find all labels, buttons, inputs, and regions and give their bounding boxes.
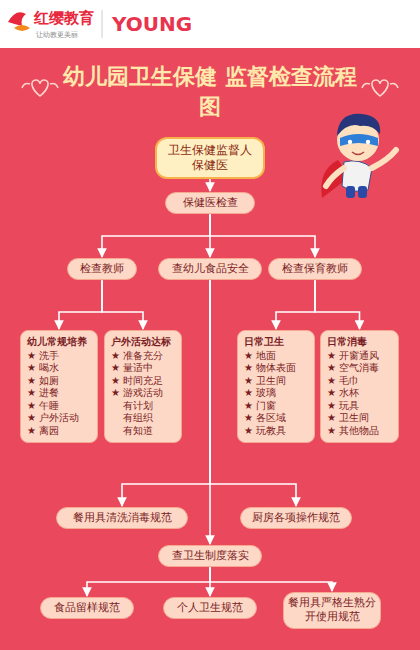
brand-logo: YOUNG — [112, 12, 192, 36]
box-text: 餐用具严格生熟分开使用规范 — [288, 596, 376, 625]
connector — [59, 280, 102, 329]
box-text: ★ 玩教具 — [244, 425, 308, 438]
checklist-box: 日常消毒★ 开窗通风★ 空气消毒★ 毛巾★ 水杯★ 玩具★ 卫生间★ 其他物品 — [320, 330, 399, 443]
box-heading: 日常消毒 — [327, 336, 392, 349]
box-heading: 幼儿常规培养 — [27, 336, 91, 349]
box-text: 有计划 — [111, 400, 175, 413]
box-text: ★ 午睡 — [27, 400, 91, 413]
box-text: ★ 地面 — [244, 350, 308, 363]
process-box: 检查保育教师 — [268, 258, 362, 280]
box-text: 有组织 — [111, 412, 175, 425]
box-text: ★ 进餐 — [27, 387, 91, 400]
connector — [315, 280, 360, 329]
box-text: ★ 其他物品 — [327, 425, 392, 438]
box-text: ★ 门窗 — [244, 400, 308, 413]
logo-divider — [102, 10, 103, 38]
connector — [87, 567, 210, 596]
box-text: 餐用具清洗消毒规范 — [61, 511, 183, 525]
checklist-box: 幼儿常规培养★ 洗手★ 喝水★ 如厕★ 进餐★ 午睡★ 户外活动★ 离园 — [20, 330, 98, 443]
box-heading: 日常卫生 — [244, 336, 308, 349]
process-box: 餐用具清洗消毒规范 — [56, 507, 188, 529]
box-text: ★ 量适中 — [111, 362, 175, 375]
box-text: ★ 玻璃 — [244, 387, 308, 400]
checklist-box: 日常卫生★ 地面★ 物体表面★ 卫生间★ 玻璃★ 门窗★ 各区域★ 玩教具 — [237, 330, 315, 443]
connector — [276, 280, 315, 329]
box-text: 厨房各项操作规范 — [245, 511, 347, 525]
box-text: ★ 各区域 — [244, 412, 308, 425]
box-heading: 户外活动达标 — [111, 336, 175, 349]
box-text: 查卫生制度落实 — [163, 549, 257, 563]
box-text: 个人卫生规范 — [168, 601, 252, 615]
brand-slogan: 让幼教更美丽 — [36, 30, 78, 40]
process-box: 个人卫生规范 — [163, 597, 257, 619]
box-text: ★ 卫生间 — [244, 375, 308, 388]
box-text: 检查保育教师 — [273, 262, 357, 276]
process-box: 检查教师 — [67, 258, 137, 280]
box-text: 卫生保健监督人 — [163, 143, 257, 158]
connector — [209, 280, 211, 544]
box-text: ★ 如厕 — [27, 375, 91, 388]
box-text: ★ 空气消毒 — [327, 362, 392, 375]
box-text: ★ 开窗通风 — [327, 350, 392, 363]
superhero-boy — [321, 114, 396, 198]
box-text: 查幼儿食品安全 — [163, 262, 257, 276]
box-text: 保健医 — [163, 158, 257, 173]
box-text: ★ 水杯 — [327, 387, 392, 400]
connector — [209, 179, 211, 191]
checklist-box: 户外活动达标★ 准备充分★ 量适中★ 时间充足★ 游戏活动有计划有组织有知道 — [104, 330, 182, 443]
box-text: ★ 玩具 — [327, 400, 392, 413]
box-text: ★ 物体表面 — [244, 362, 308, 375]
process-box: 查卫生制度落实 — [158, 545, 262, 567]
logo-icon — [8, 12, 30, 31]
connector — [102, 214, 210, 257]
box-text: ★ 毛巾 — [327, 375, 392, 388]
box-text: 食品留样规范 — [45, 601, 129, 615]
box-text: ★ 时间充足 — [111, 375, 175, 388]
start-box: 卫生保健监督人保健医 — [155, 137, 265, 179]
box-text: ★ 喝水 — [27, 362, 91, 375]
box-text: ★ 卫生间 — [327, 412, 392, 425]
connector — [210, 567, 332, 591]
diagram-title: 幼儿园卫生保健 监督检查流程图 — [60, 62, 360, 121]
box-text: 有知道 — [111, 425, 175, 438]
connector — [210, 214, 315, 257]
box-text: ★ 户外活动 — [27, 412, 91, 425]
box-text: 保健医检查 — [170, 196, 250, 210]
box-text: ★ 洗手 — [27, 350, 91, 363]
process-box: 厨房各项操作规范 — [240, 507, 352, 529]
connector — [102, 280, 143, 329]
box-text: ★ 准备充分 — [111, 350, 175, 363]
process-box: 查幼儿食品安全 — [158, 258, 262, 280]
process-box: 食品留样规范 — [40, 597, 134, 619]
box-text: ★ 游戏活动 — [111, 387, 175, 400]
brand-name: 红缨教育 — [34, 9, 94, 28]
process-box: 餐用具严格生熟分开使用规范 — [283, 592, 381, 629]
box-text: ★ 离园 — [27, 425, 91, 438]
process-box: 保健医检查 — [165, 192, 255, 214]
box-text: 检查教师 — [72, 262, 132, 276]
